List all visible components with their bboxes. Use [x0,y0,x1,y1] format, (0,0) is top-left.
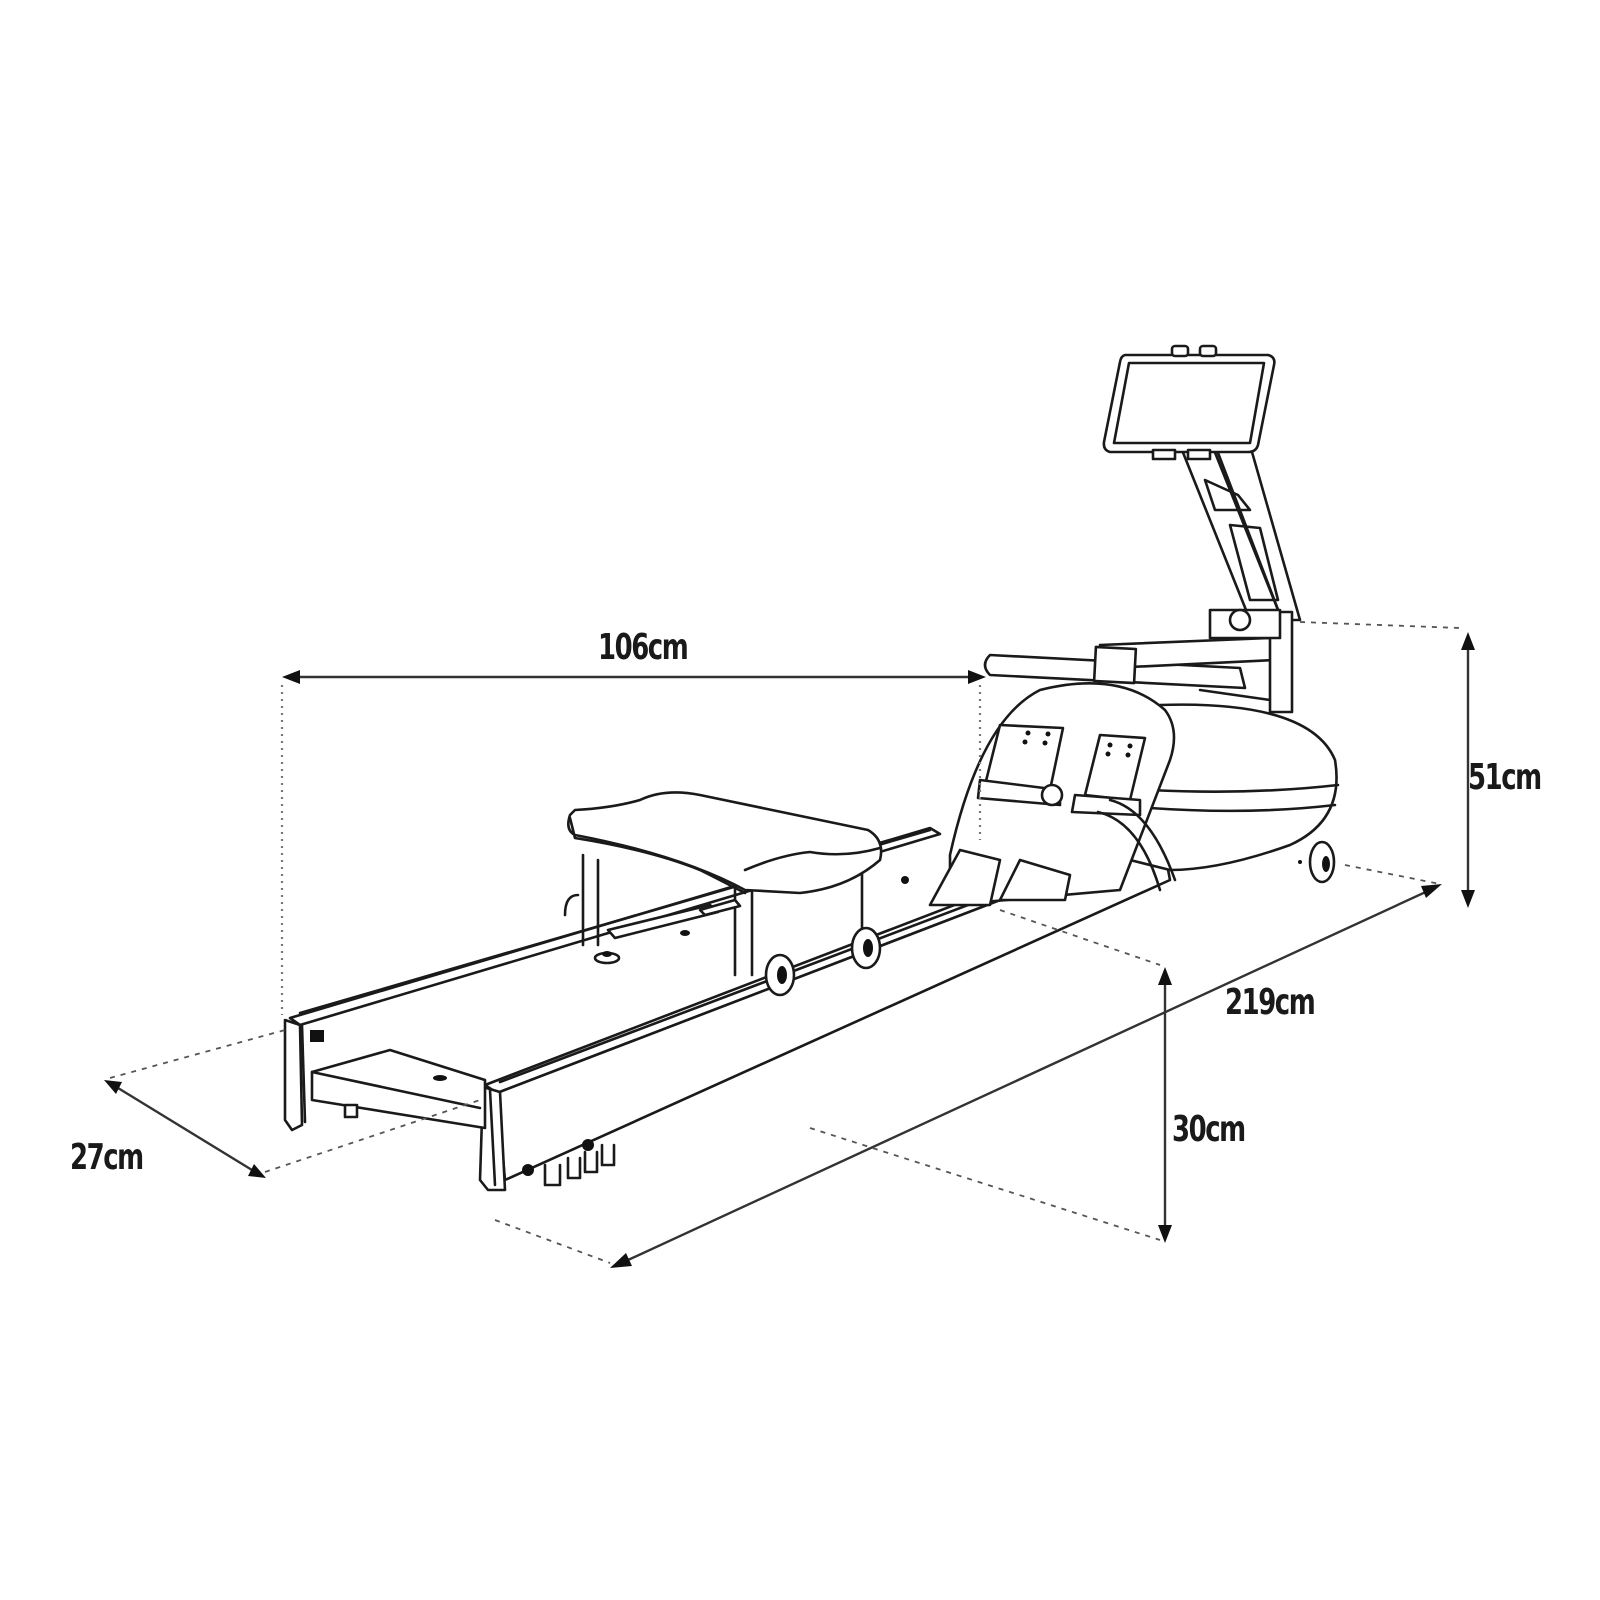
dimension-length [494,864,1442,1268]
dimension-width [104,1029,481,1178]
water-tank [1128,703,1340,884]
dimension-seat-travel [280,670,986,1015]
front-wheel [1308,840,1336,884]
footrest-housing [901,682,1177,907]
dimension-height [1299,621,1475,908]
height-label: 51cm [1468,757,1542,798]
mount-hole [433,1075,447,1081]
length-label: 219cm [1225,982,1316,1023]
width-label: 27cm [70,1137,144,1178]
dimension-seat-height [809,909,1172,1243]
tablet-holder [1102,344,1276,461]
bolt [582,1139,594,1151]
bolt [522,1164,534,1176]
seat [563,791,883,997]
end-clip [310,1030,324,1042]
handle-bar [983,636,1277,702]
seat-height-label: 30cm [1172,1109,1246,1150]
seat-travel-label: 106cm [598,627,689,668]
